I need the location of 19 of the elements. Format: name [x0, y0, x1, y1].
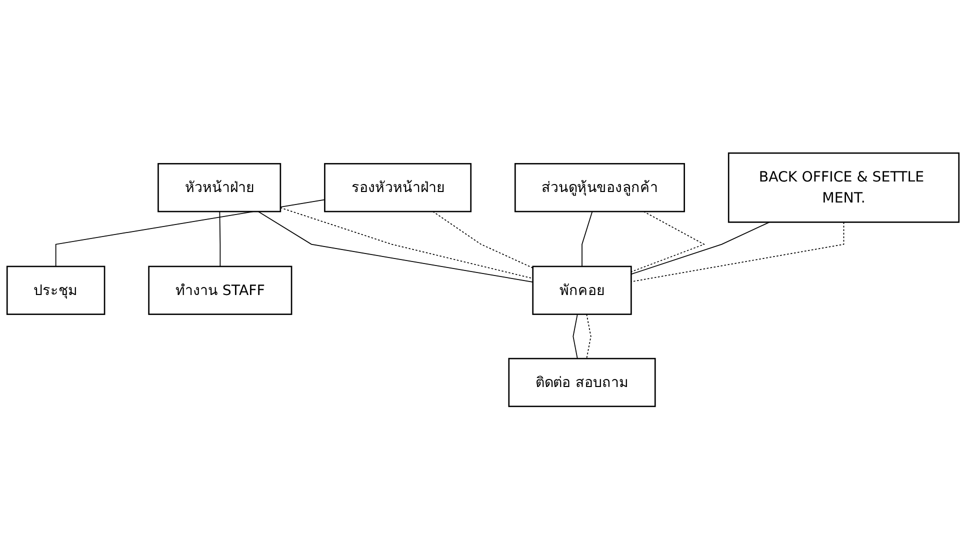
connector [630, 221, 844, 282]
connector [432, 210, 534, 268]
connector [55, 199, 326, 267]
connector [630, 221, 770, 274]
connector [586, 314, 592, 359]
connector [280, 207, 534, 279]
node-box: BACK OFFICE & SETTLE MENT. [728, 152, 960, 223]
connector [258, 210, 534, 282]
node-box: ติดต่อ สอบถาม [508, 358, 656, 407]
node-box: รองหัวหน้าฝ่าย [324, 162, 472, 212]
connector [572, 314, 578, 359]
node-box: ประชุม [6, 266, 106, 315]
node-box: พักคอย [532, 266, 632, 315]
connector [630, 210, 706, 272]
connector [219, 210, 221, 267]
node-box: ทำงาน STAFF [148, 266, 292, 315]
connector [582, 210, 593, 267]
node-box: ส่วนดูหุ้นของลูกค้า [514, 162, 685, 212]
node-box: หัวหน้าฝ่าย [158, 162, 282, 212]
